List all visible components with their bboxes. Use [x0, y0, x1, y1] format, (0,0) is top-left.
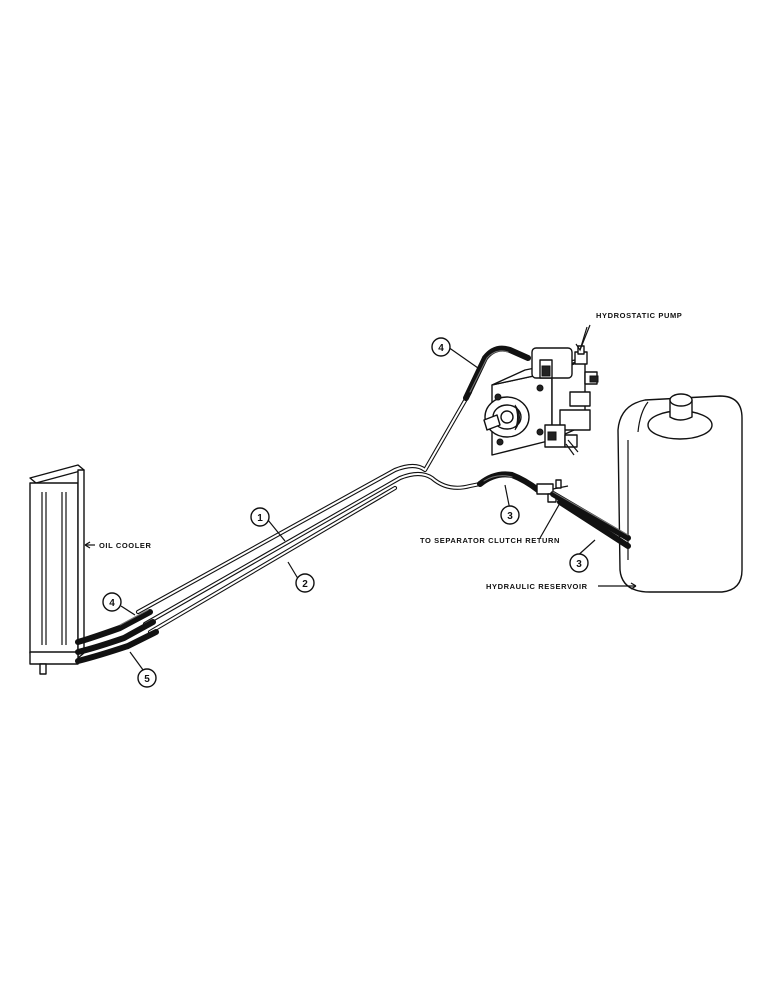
oil-cooler: [29, 464, 85, 675]
callout-3-lower-number: 3: [576, 559, 582, 570]
callout-3-upper: 3: [500, 505, 520, 525]
callout-3-lower: 3: [569, 553, 589, 573]
hydraulic-reservoir-label: HYDRAULIC RESERVOIR: [486, 582, 588, 591]
callout-2-number: 2: [302, 579, 308, 590]
hydraulic-lines: [75, 345, 631, 664]
hydrostatic-pump-label: HYDROSTATIC PUMP: [596, 311, 682, 320]
callout-4-pump-number: 4: [438, 343, 444, 354]
hydrostatic-pump: [483, 345, 599, 456]
callout-1: 1: [250, 507, 270, 527]
callout-4-pump: 4: [431, 337, 451, 357]
callout-4-cooler-number: 4: [109, 598, 115, 609]
callout-3-upper-number: 3: [507, 511, 513, 522]
callout-1-number: 1: [257, 513, 263, 524]
callout-5-number: 5: [144, 674, 150, 685]
separator-clutch-return-label: TO SEPARATOR CLUTCH RETURN: [420, 536, 560, 545]
oil-cooler-label: OIL COOLER: [99, 541, 152, 550]
callout-2: 2: [295, 573, 315, 593]
hydraulic-reservoir: [617, 393, 743, 593]
callout-5: 5: [137, 668, 157, 688]
callout-4-cooler: 4: [102, 592, 122, 612]
